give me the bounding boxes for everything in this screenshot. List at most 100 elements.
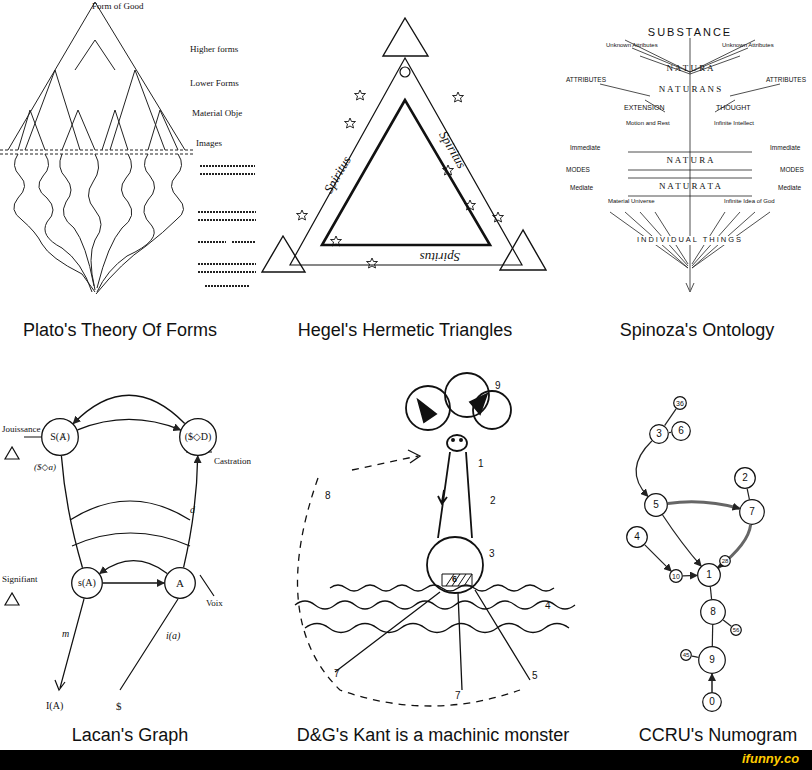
plato-tree bbox=[0, 2, 256, 294]
numogram-zone: 5 bbox=[644, 493, 668, 517]
part-label: Unknown Attributes bbox=[722, 42, 774, 49]
connector bbox=[718, 565, 721, 567]
part-label: Immediate bbox=[570, 144, 600, 151]
node-text-box: 56 bbox=[730, 624, 742, 636]
inscription: Spiritus bbox=[321, 154, 354, 197]
outer-triangle bbox=[290, 58, 522, 265]
circle-outline bbox=[165, 568, 196, 599]
divider-line bbox=[0, 150, 195, 154]
connector bbox=[723, 620, 731, 626]
circle-outline bbox=[674, 397, 687, 410]
tree-lines bbox=[8, 2, 185, 150]
node-text-box: 6 bbox=[671, 421, 691, 441]
graph-node: A bbox=[164, 567, 196, 599]
apex-circle bbox=[400, 67, 410, 77]
natura-box bbox=[628, 152, 752, 196]
converging-lines bbox=[600, 40, 780, 112]
part-label: EXTENSION bbox=[624, 104, 664, 112]
circle-outline bbox=[180, 419, 217, 456]
node-label: 4 bbox=[634, 532, 640, 542]
eye-circle bbox=[445, 373, 489, 417]
numogram-zone: 45 bbox=[680, 649, 692, 661]
callout-number: 9 bbox=[495, 380, 501, 392]
part-label: ATTRIBUTES bbox=[766, 76, 806, 83]
part-label: N A T U R A bbox=[667, 63, 714, 73]
part-label: Jouissance bbox=[2, 424, 41, 434]
node-text-box: 3 bbox=[649, 424, 669, 444]
graph-node: s(A) bbox=[71, 567, 103, 599]
part-label: N A T U R A N S bbox=[659, 84, 721, 94]
hegel-triangles bbox=[262, 18, 546, 272]
part-label: N A T U R A bbox=[667, 155, 714, 165]
node-text-box: S(Ⱥ) bbox=[41, 418, 79, 456]
part-label: THOUGHT bbox=[716, 104, 751, 112]
circle-outline bbox=[672, 422, 691, 441]
connector bbox=[665, 409, 677, 426]
node-label: 56 bbox=[733, 627, 740, 633]
circle-outline bbox=[740, 500, 765, 525]
node-label: 10 bbox=[672, 573, 680, 580]
leg-lines bbox=[335, 590, 530, 690]
callout-number: 3 bbox=[489, 548, 495, 560]
part-label: Lower Forms bbox=[190, 78, 239, 88]
tiny-text-rows bbox=[198, 166, 256, 286]
connector bbox=[668, 502, 740, 509]
node-text-box: A bbox=[164, 567, 196, 599]
part-label: $ bbox=[116, 700, 122, 713]
node-label: A bbox=[176, 578, 184, 589]
part-label: Infinite Idea of God bbox=[724, 198, 775, 205]
eye-patches bbox=[418, 394, 487, 422]
numogram-zone: 56 bbox=[730, 624, 742, 636]
node-label: 45 bbox=[683, 652, 690, 658]
node-text-box: 2 bbox=[734, 467, 756, 489]
circle-outline bbox=[703, 693, 722, 712]
circle-outline bbox=[42, 419, 79, 456]
fan-lines bbox=[610, 212, 770, 268]
graph-node: ($◇D) bbox=[179, 418, 217, 456]
node-label: 3 bbox=[656, 429, 662, 439]
connector bbox=[636, 441, 652, 496]
circle-outline bbox=[720, 556, 731, 567]
connector bbox=[692, 656, 698, 657]
callout-number: 7 bbox=[334, 668, 340, 680]
callout-number: 7 bbox=[455, 690, 461, 702]
node-text-box: 28 bbox=[719, 555, 731, 567]
caption: Plato's Theory Of Forms bbox=[23, 320, 217, 341]
numogram-zone: 4 bbox=[626, 526, 648, 548]
part-label: Motion and Rest bbox=[626, 120, 670, 127]
node-label: 2 bbox=[742, 473, 748, 483]
circle-outline bbox=[731, 625, 742, 636]
part-label: Unknown Attributes bbox=[606, 42, 658, 49]
part-label: m bbox=[62, 628, 69, 640]
connector bbox=[711, 674, 713, 692]
connector bbox=[712, 625, 714, 646]
callout-number: 4 bbox=[545, 600, 551, 612]
numogram-zone: 0 bbox=[702, 692, 722, 712]
skull-eyes bbox=[451, 438, 463, 442]
node-label: 9 bbox=[709, 655, 715, 665]
part-label: SUBSTANCE bbox=[648, 26, 732, 39]
part-label: Higher forms bbox=[190, 44, 238, 54]
numogram-zone: 3 bbox=[649, 424, 669, 444]
numogram-zone: 1 bbox=[697, 563, 721, 587]
part-label: Mediate bbox=[778, 184, 801, 191]
node-label: 7 bbox=[749, 507, 755, 517]
node-label: 28 bbox=[722, 558, 729, 564]
part-label: Signifiant bbox=[2, 574, 38, 584]
circle-outline bbox=[735, 468, 756, 489]
part-label: ATTRIBUTES bbox=[566, 76, 606, 83]
connector bbox=[78, 419, 181, 429]
part-label: Form of Good bbox=[92, 1, 144, 11]
part-label: Castration bbox=[214, 456, 251, 466]
part-label: Material Universe bbox=[608, 198, 655, 205]
node-label: 8 bbox=[710, 607, 716, 617]
caption: Hegel's Hermetic Triangles bbox=[298, 320, 513, 341]
node-label: s(A) bbox=[78, 578, 96, 588]
node-text-box: 10 bbox=[669, 569, 683, 583]
wavy-lines bbox=[14, 154, 184, 294]
numogram-zone: 8 bbox=[700, 599, 726, 625]
circle-outline bbox=[698, 564, 721, 587]
stars bbox=[297, 90, 504, 268]
part-label: Voix bbox=[206, 598, 223, 608]
